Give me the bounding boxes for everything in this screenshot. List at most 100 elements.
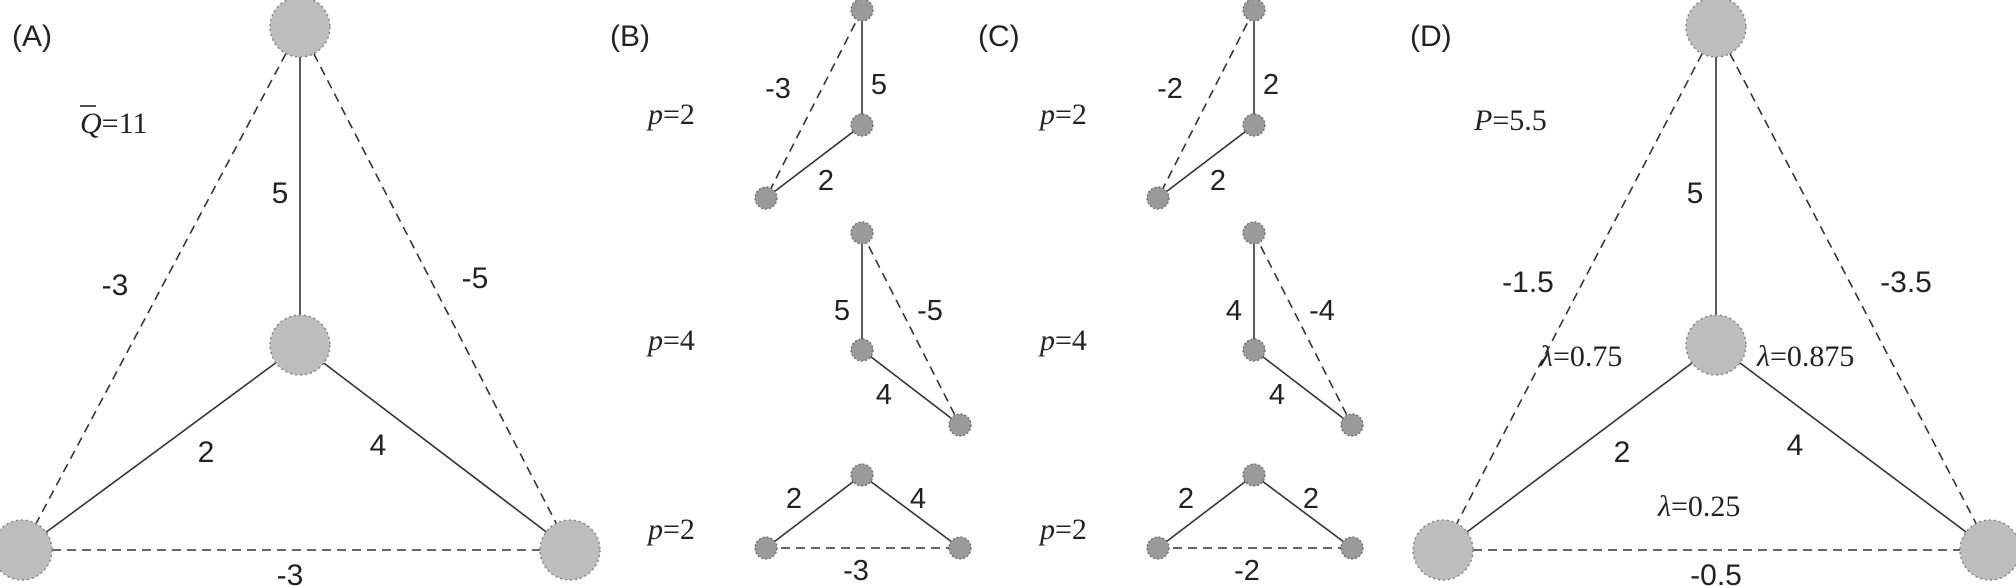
subgraph-edge-solid — [861, 349, 961, 426]
panel-d-letter: (D) — [1410, 20, 1452, 53]
panel-c: (C) p=2 -2 2 2 p=4 4 -4 4 — [978, 0, 1364, 586]
node-bottom-right — [539, 519, 601, 581]
subgraph-edge-label: -2 — [1234, 555, 1260, 586]
panel-c-row-2: p=4 4 -4 4 — [1038, 221, 1364, 437]
p-label: p=2 — [646, 98, 695, 131]
subgraph-edge-label: 2 — [786, 483, 802, 515]
panel-b-row-2: p=4 5 -5 4 — [646, 221, 972, 437]
panel-a: (A) Q=11 -3 -5 -3 5 2 4 — [0, 0, 601, 586]
subgraph-node — [1242, 463, 1266, 487]
edge-label-bottom: -0.5 — [1690, 559, 1742, 586]
subgraph-edge-label: 5 — [834, 295, 850, 327]
subgraph-edge-label: -5 — [917, 295, 943, 327]
subgraph-edge-dashed — [861, 232, 961, 426]
panel-c-row-1: p=2 -2 2 2 — [1038, 0, 1279, 210]
q-bar-symbol: Q — [80, 107, 102, 140]
node-bottom-right — [1959, 519, 2016, 581]
subgraph-node — [1340, 536, 1364, 560]
panel-b-letter: (B) — [610, 20, 650, 53]
p-label: p=4 — [1038, 324, 1087, 357]
edge-label-left: -1.5 — [1502, 266, 1554, 299]
p-label: p=4 — [646, 324, 695, 357]
panel-d: (D) P=5.5 -1.5 -3.5 -0.5 5 2 4 λ=0.75 λ=… — [1410, 0, 2016, 586]
q-bar-value: =11 — [102, 107, 148, 140]
edge-label-right: -3.5 — [1880, 266, 1932, 299]
subgraph-node — [948, 413, 972, 437]
subgraph-node — [754, 186, 778, 210]
edge-label-center: 5 — [272, 177, 289, 210]
subgraph-edge-label: 5 — [871, 69, 887, 101]
edge-label-lower-left: 2 — [1614, 436, 1631, 469]
edge-right-dashed — [299, 26, 571, 551]
subgraph-node — [1242, 0, 1266, 22]
subgraph-node — [1242, 113, 1266, 137]
node-top — [269, 0, 331, 58]
q-bar-label: Q=11 — [80, 107, 147, 140]
subgraph-edge-solid — [1157, 474, 1255, 549]
panel-b: (B) p=2 -3 5 2 p=4 5 -5 4 — [610, 0, 972, 586]
edge-label-bottom: -3 — [277, 559, 304, 586]
subgraph-edge-dashed — [1253, 232, 1353, 426]
subgraph-edge-solid — [765, 474, 863, 549]
p-label: p=2 — [1038, 513, 1087, 546]
subgraph-edge-label: 4 — [910, 483, 926, 515]
subgraph-node — [1146, 186, 1170, 210]
subgraph-edge-label: 4 — [1226, 295, 1242, 327]
edge-right-dashed — [1715, 26, 1991, 551]
edge-label-center: 5 — [1687, 177, 1704, 210]
edge-label-left: -3 — [102, 269, 129, 302]
subgraph-node — [850, 338, 874, 362]
node-center — [1685, 314, 1747, 376]
node-top — [1685, 0, 1747, 58]
subgraph-node — [850, 221, 874, 245]
subgraph-edge-label: 4 — [1269, 379, 1285, 411]
node-bottom-left — [1412, 519, 1474, 581]
edge-lower-right — [1715, 344, 1991, 551]
subgraph-node — [850, 113, 874, 137]
edge-label-lower-left: 2 — [198, 436, 215, 469]
subgraph-node — [754, 536, 778, 560]
subgraph-edge-label: 2 — [1210, 165, 1226, 197]
subgraph-node — [1146, 536, 1170, 560]
node-center — [269, 314, 331, 376]
subgraph-edge-label: 2 — [1303, 483, 1319, 515]
p-label: p=2 — [1038, 98, 1087, 131]
edge-left-dashed — [1442, 26, 1717, 551]
edge-lower-left — [1442, 344, 1717, 551]
lambda-left-label: λ=0.75 — [1539, 340, 1622, 373]
subgraph-edge-solid — [1253, 474, 1353, 549]
subgraph-edge-dashed — [1157, 9, 1255, 199]
panel-c-letter: (C) — [978, 20, 1020, 53]
subgraph-edge-label: 4 — [876, 379, 892, 411]
panel-c-row-3: p=2 2 2 -2 — [1038, 463, 1364, 586]
edge-lower-left — [21, 344, 301, 551]
panel-b-row-1: p=2 -3 5 2 — [646, 0, 887, 210]
subgraph-edge-solid — [1253, 349, 1353, 426]
edge-label-lower-right: 4 — [1787, 429, 1804, 462]
lambda-right-label: λ=0.875 — [1756, 340, 1854, 373]
subgraph-node — [1242, 221, 1266, 245]
edge-left-dashed — [21, 26, 301, 551]
subgraph-edge-label: 2 — [818, 165, 834, 197]
edge-label-right: -5 — [462, 262, 489, 295]
panel-a-letter: (A) — [12, 20, 52, 53]
subgraph-node — [1242, 338, 1266, 362]
lambda-bottom-label: λ=0.25 — [1657, 490, 1740, 523]
p-total-label: P=5.5 — [1473, 104, 1547, 137]
subgraph-edge-label: -2 — [1157, 73, 1183, 105]
edge-label-lower-right: 4 — [370, 429, 387, 462]
edge-lower-right — [299, 344, 571, 551]
subgraph-node — [948, 536, 972, 560]
subgraph-edge-dashed — [765, 9, 863, 199]
subgraph-node — [850, 0, 874, 22]
subgraph-edge-label: -3 — [765, 73, 791, 105]
p-label: p=2 — [646, 513, 695, 546]
node-bottom-left — [0, 519, 53, 581]
subgraph-node — [850, 463, 874, 487]
subgraph-edge-solid — [861, 474, 961, 549]
subgraph-edge-label: 2 — [1178, 483, 1194, 515]
subgraph-node — [1340, 413, 1364, 437]
subgraph-edge-solid — [765, 124, 863, 199]
subgraph-edge-label: 2 — [1263, 69, 1279, 101]
